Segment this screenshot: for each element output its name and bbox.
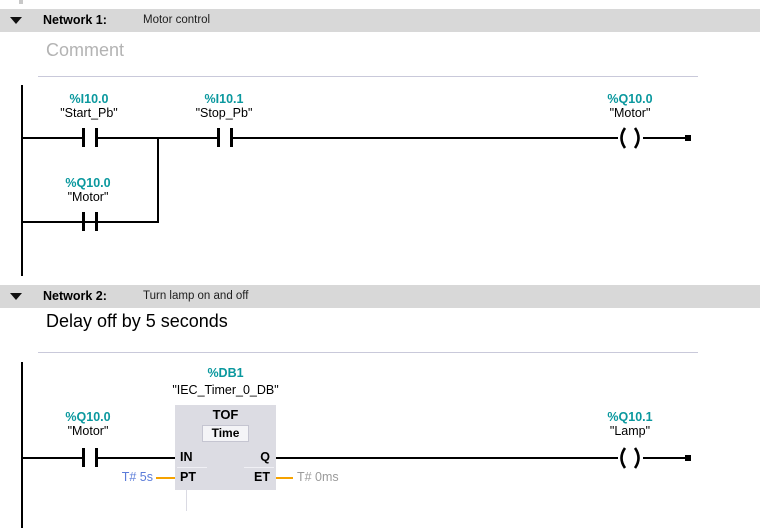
network1-title[interactable]: Motor control xyxy=(143,14,211,26)
operand-address[interactable]: %Q10.0 xyxy=(607,92,653,106)
pin-et-label: ET xyxy=(254,470,270,484)
network1-power-rail xyxy=(21,85,23,276)
pin-divider xyxy=(244,467,274,468)
network2-header[interactable]: Network 2: Turn lamp on and off xyxy=(0,285,760,308)
network1-wire-segment xyxy=(233,137,618,139)
contact-start-bar-right[interactable] xyxy=(95,128,98,147)
block-drop-hint-line xyxy=(186,490,187,511)
operand-tagname[interactable]: "Motor" xyxy=(609,106,651,120)
operand-address[interactable]: %Q10.1 xyxy=(607,410,653,424)
operand-address[interactable]: %I10.1 xyxy=(204,92,244,106)
operand-tagname[interactable]: "Motor" xyxy=(67,424,109,438)
network2-comment-field[interactable]: Delay off by 5 seconds xyxy=(46,311,228,331)
previous-network-rail-stub xyxy=(19,0,23,4)
contact-stop-bar-right[interactable] xyxy=(230,128,233,147)
pin-divider xyxy=(177,467,207,468)
operand-address[interactable]: %Q10.0 xyxy=(65,176,111,190)
network1-wire-segment xyxy=(21,137,82,139)
pin-in-label: IN xyxy=(180,450,193,464)
contact-stop-bar-left[interactable] xyxy=(217,128,220,147)
network2-wire-segment xyxy=(643,457,687,459)
timer-data-type[interactable]: Time xyxy=(202,425,249,442)
coil-motor-symbol[interactable] xyxy=(615,127,645,149)
contact-seal-bar-right[interactable] xyxy=(95,212,98,231)
timer-block-type: TOF xyxy=(212,407,239,422)
network1-header[interactable]: Network 1: Motor control xyxy=(0,9,760,32)
pt-input-value[interactable]: T# 5s xyxy=(121,470,153,484)
contact-start-bar-left[interactable] xyxy=(82,128,85,147)
contact-motor-bar-left[interactable] xyxy=(82,448,85,467)
network2-wire-segment xyxy=(21,457,82,459)
network1-branch-wire xyxy=(21,221,159,223)
network2-wire-segment xyxy=(98,457,175,459)
contact-seal-bar-left[interactable] xyxy=(82,212,85,231)
network1-wire-segment xyxy=(643,137,687,139)
operand-tagname[interactable]: "Motor" xyxy=(67,190,109,204)
operand-tagname[interactable]: "Start_Pb" xyxy=(60,106,118,120)
operand-tagname[interactable]: "Stop_Pb" xyxy=(195,106,253,120)
et-param-wire xyxy=(276,477,293,479)
operand-tagname[interactable]: "Lamp" xyxy=(609,424,651,438)
network1-collapse-icon[interactable] xyxy=(10,17,22,24)
operand-address[interactable]: %I10.0 xyxy=(69,92,109,106)
pin-pt-label: PT xyxy=(180,470,196,484)
timer-db-name[interactable]: "IEC_Timer_0_DB" xyxy=(172,383,279,397)
et-output-value: T# 0ms xyxy=(297,470,339,484)
network2-wire-segment xyxy=(276,457,618,459)
network1-separator xyxy=(38,76,698,77)
network2-collapse-icon[interactable] xyxy=(10,293,22,300)
contact-motor-bar-right[interactable] xyxy=(95,448,98,467)
network2-rung-terminal xyxy=(685,455,691,461)
network1-label[interactable]: Network 1: xyxy=(43,13,107,27)
network1-rung-terminal xyxy=(685,135,691,141)
tof-timer-block[interactable]: TOF Time IN Q PT ET xyxy=(175,405,276,490)
pt-param-wire xyxy=(156,477,175,479)
network2-power-rail xyxy=(21,362,23,528)
network2-title[interactable]: Turn lamp on and off xyxy=(143,290,249,302)
network1-branch-junction xyxy=(157,137,159,223)
timer-db-address[interactable]: %DB1 xyxy=(207,366,244,380)
network2-separator xyxy=(38,352,698,353)
operand-address[interactable]: %Q10.0 xyxy=(65,410,111,424)
pin-q-label: Q xyxy=(260,450,270,464)
network2-label[interactable]: Network 2: xyxy=(43,289,107,303)
network1-comment-field[interactable]: Comment xyxy=(46,40,125,60)
coil-lamp-symbol[interactable] xyxy=(615,447,645,469)
